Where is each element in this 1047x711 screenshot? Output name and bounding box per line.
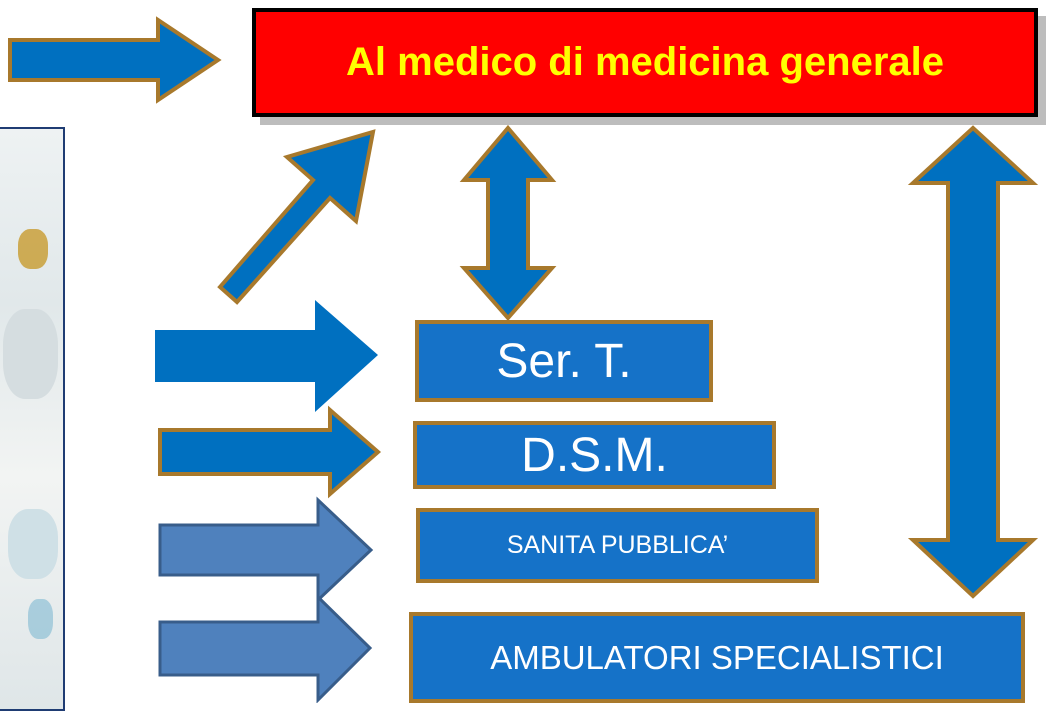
arrow-right-top [8,16,222,104]
box-ambulatori: AMBULATORI SPECIALISTICI [409,612,1025,703]
side-photo [0,127,65,711]
box-sert: Ser. T. [415,320,713,402]
arrow-to-dsm [158,405,382,499]
arrow-to-ambulatori [158,593,373,703]
title-box: Al medico di medicina generale [252,8,1038,117]
arrow-double-tall [907,125,1039,599]
box-dsm: D.S.M. [413,421,776,489]
photo-detail [8,509,58,579]
box-sert-label: Ser. T. [496,334,632,388]
photo-detail [3,309,58,399]
box-ambulatori-label: AMBULATORI SPECIALISTICI [490,638,944,676]
title-text: Al medico di medicina generale [346,40,944,84]
box-dsm-label: D.S.M. [521,428,668,482]
arrow-to-sert [155,300,378,412]
arrow-diagonal [217,129,376,305]
arrow-to-sanita [158,496,374,604]
box-sanita-pubblica: SANITA PUBBLICA’ [416,508,819,583]
arrow-double-short [459,124,557,322]
photo-detail [18,229,48,269]
photo-detail [28,599,53,639]
box-sanita-label: SANITA PUBBLICA’ [506,531,729,559]
